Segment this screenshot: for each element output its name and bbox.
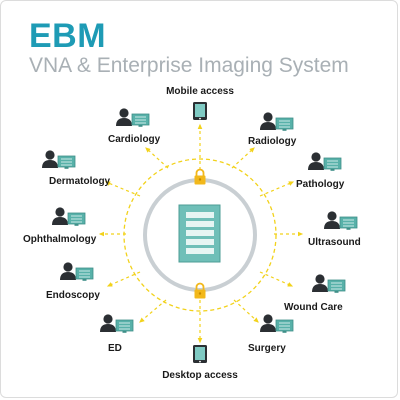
- user-workstation-icon: [260, 112, 293, 130]
- label-cardiology: Cardiology: [108, 134, 161, 145]
- tablet-icon: [193, 345, 207, 363]
- label-radiology: Radiology: [248, 136, 297, 147]
- user-workstation-icon: [308, 152, 341, 170]
- brand-title: EBM: [29, 17, 107, 55]
- tablet-icon: [193, 102, 207, 120]
- label-pathology: Pathology: [296, 179, 345, 190]
- connector-cardiology: [145, 147, 169, 169]
- connector-radiology: [231, 147, 255, 169]
- user-workstation-icon: [60, 262, 93, 280]
- label-desktop-access: Desktop access: [162, 370, 238, 381]
- connector-wound-care: [259, 271, 294, 287]
- label-ophthalmology: Ophthalmology: [23, 234, 97, 245]
- label-wound-care: Wound Care: [284, 302, 343, 313]
- user-workstation-icon: [312, 274, 345, 292]
- user-workstation-icon: [260, 314, 293, 332]
- node-radiology: Radiology: [248, 112, 297, 147]
- label-dermatology: Dermatology: [49, 176, 111, 187]
- node-ed: ED: [100, 314, 133, 354]
- lock-icon: [193, 282, 207, 300]
- node-wound-care: Wound Care: [284, 274, 345, 313]
- node-endoscopy: Endoscopy: [46, 262, 100, 301]
- connector-dermatology: [104, 181, 141, 197]
- user-workstation-icon: [116, 108, 149, 126]
- node-pathology: Pathology: [296, 152, 345, 190]
- node-ultrasound: Ultrasound: [308, 211, 361, 248]
- dashed-connection-ring: [123, 158, 277, 312]
- server-icon: [178, 204, 221, 263]
- user-workstation-icon: [324, 211, 357, 229]
- brand-subtitle: VNA & Enterprise Imaging System: [29, 54, 349, 77]
- user-workstation-icon: [100, 314, 133, 332]
- node-dermatology: Dermatology: [42, 150, 111, 187]
- label-ultrasound: Ultrasound: [308, 237, 361, 248]
- node-cardiology: Cardiology: [108, 108, 161, 145]
- label-surgery: Surgery: [248, 343, 286, 354]
- lock-icon: [193, 168, 207, 186]
- user-workstation-icon: [42, 150, 75, 168]
- label-endoscopy: Endoscopy: [46, 290, 100, 301]
- label-mobile-access: Mobile access: [166, 86, 234, 97]
- connector-pathology: [259, 181, 295, 197]
- node-desktop-access: Desktop access: [162, 345, 238, 381]
- connectors: [98, 123, 304, 344]
- connector-ed: [139, 299, 167, 323]
- node-surgery: Surgery: [248, 314, 293, 354]
- user-workstation-icon: [52, 207, 85, 225]
- label-ed: ED: [108, 343, 122, 354]
- node-ophthalmology: Ophthalmology: [23, 207, 97, 245]
- connector-surgery: [233, 299, 259, 323]
- node-mobile-access: Mobile access: [166, 86, 234, 120]
